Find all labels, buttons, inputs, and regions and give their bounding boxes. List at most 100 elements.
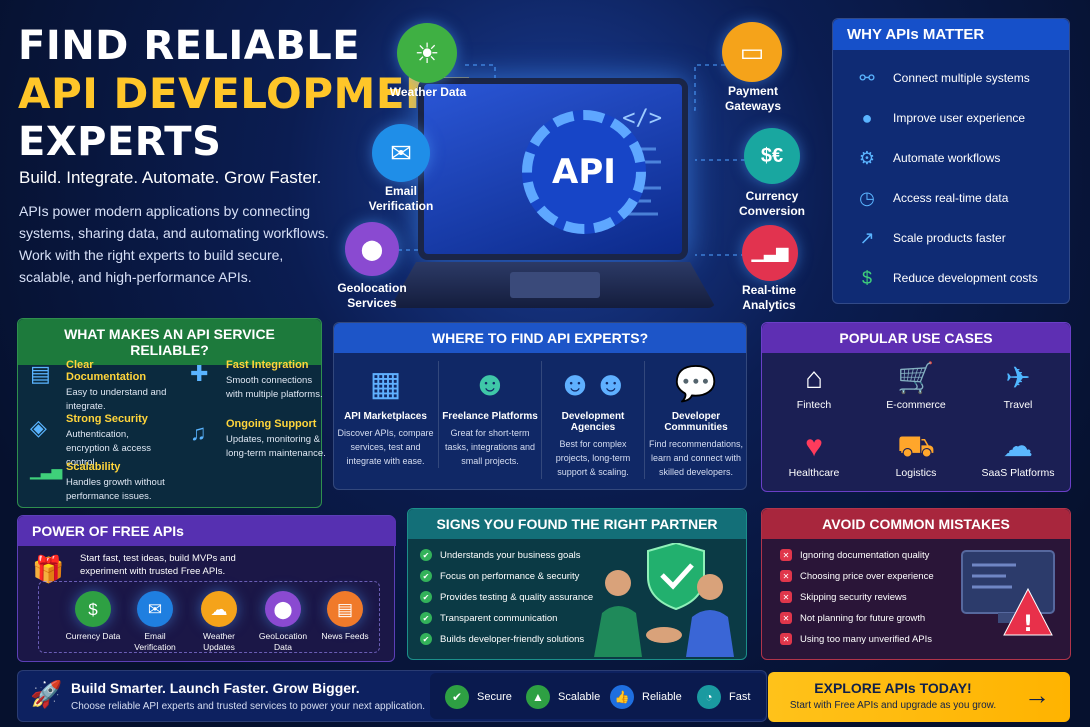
free-item: ☁Weather Updates [190,591,248,653]
check-icon: ✔ [420,591,432,603]
free-item: ✉Email Verification [126,591,184,653]
cta-title: EXPLORE APIs TODAY! [814,680,972,696]
freelancer-icon: ☻ [472,365,508,403]
use-case-item: 🛒E-commerce [866,359,966,411]
cart-icon: 🛒 [897,362,935,395]
analytics-icon: ▁▃▆ [742,225,798,281]
mail-icon: ✉ [137,591,173,627]
free-title: POWER OF FREE APIs [18,516,396,546]
node-payment-label: Payment Gateways [724,84,782,113]
x-icon: ✕ [780,633,792,645]
trackpad [510,272,600,298]
speedometer-icon: ◔ [697,685,721,709]
mistake-item: ✕Ignoring documentation quality [780,549,929,561]
pin-icon: ⬤ [345,222,399,276]
mistake-item: ✕Using too many unverified APIs [780,633,932,645]
plane-icon: ✈ [1005,362,1031,395]
headset-icon: ♫ [190,420,207,445]
sign-item: ✔Focus on performance & security [420,570,579,582]
feature-secure: ✔Secure [445,685,512,709]
api-gear-icon: API [522,110,646,234]
why-item: ⚯Connect multiple systems [833,58,1069,98]
growth-icon: ↗ [859,227,875,248]
feature-scalable: ▲Scalable [526,685,600,709]
hero-title: FIND RELIABLE API DEVELOPMENT EXPERTS [18,22,470,166]
sign-item: ✔Provides testing & quality assurance [420,591,593,603]
card-icon: ▭ [722,22,782,82]
check-icon: ✔ [420,633,432,645]
sign-item: ✔Builds developer-friendly solutions [420,633,584,645]
growth-icon: ▲ [526,685,550,709]
bottom-bar: 🚀 Build Smarter. Launch Faster. Grow Big… [17,670,767,722]
bottom-headline: Build Smarter. Launch Faster. Grow Bigge… [71,680,360,696]
node-geo-label: Geolocation Services [337,281,407,310]
reliable-panel: WHAT MAKES AN API SERVICE RELIABLE? ▤Cle… [17,318,326,508]
hero-line-2: API DEVELOPMENT [18,69,470,118]
document-icon: ▤ [30,361,51,386]
use-case-item: ⛟Logistics [866,427,966,479]
free-apis-panel: POWER OF FREE APIs 🎁 Start fast, test id… [17,515,396,662]
hero-subtitle: Build. Integrate. Automate. Grow Faster. [19,168,322,187]
lock-icon: ◈ [30,415,47,440]
check-icon: ✔ [420,612,432,624]
gear-icon: ⚙ [858,147,876,168]
x-icon: ✕ [780,591,792,603]
node-analytics-label: Real-time Analytics [741,283,797,312]
mistakes-title: AVOID COMMON MISTAKES [762,509,1070,539]
hero-line-1: FIND RELIABLE [18,23,361,69]
dollar-icon: $ [861,267,872,288]
free-item: ▤News Feeds [316,591,374,642]
share-icon: ⚯ [859,67,875,88]
puzzle-icon: ✚ [190,361,209,386]
api-label: API [552,152,616,192]
rocket-icon: 🚀 [30,679,63,709]
user-icon: ● [861,107,873,128]
feature-reliable: 👍Reliable [610,685,682,709]
x-icon: ✕ [780,570,792,582]
mistake-item: ✕Choosing price over experience [780,570,934,582]
laptop-keyboard [390,262,716,308]
cloud-icon: ☁ [1003,430,1033,463]
signs-title: SIGNS YOU FOUND THE RIGHT PARTNER [408,509,746,539]
signs-panel: SIGNS YOU FOUND THE RIGHT PARTNER ✔Under… [407,508,747,660]
free-desc: Start fast, test ideas, build MVPs and e… [80,553,236,577]
why-item: ↗Scale products faster [833,218,1069,258]
use-cases-title: POPULAR USE CASES [762,323,1070,353]
free-item: $Currency Data [64,591,122,642]
hero-description: APIs power modern applications by connec… [19,203,329,285]
use-case-item: ☁SaaS Platforms [968,427,1068,479]
weather-icon: ☀ [397,23,457,83]
reliable-title: WHAT MAKES AN API SERVICE RELIABLE? [18,319,321,365]
use-cases-panel: POPULAR USE CASES ⌂Fintech 🛒E-commerce ✈… [761,322,1071,492]
truck-icon: ⛟ [897,430,935,463]
bank-icon: ⌂ [804,362,824,395]
feature-fast: ◔Fast [697,685,750,709]
check-icon: ✔ [420,570,432,582]
sign-item: ✔Transparent communication [420,612,557,624]
shield-icon: ✔ [445,685,469,709]
free-item: ⬤GeoLocation Data [254,591,312,653]
mistake-item: ✕Skipping security reviews [780,591,907,603]
node-weather-label: Weather Data [389,85,467,99]
arrow-right-icon: → [1024,680,1050,710]
x-icon: ✕ [780,612,792,624]
use-case-item: ✈Travel [968,359,1068,411]
node-email-label: Email Verification [368,184,434,213]
pin-icon: ⬤ [265,591,301,627]
code-icon: </> [622,106,662,131]
explore-apis-button[interactable]: EXPLORE APIs TODAY! Start with Free APIs… [768,672,1070,722]
why-item: ●Improve user experience [833,98,1069,138]
heart-icon: ♥ [805,430,823,463]
bottom-sub: Choose reliable API experts and trusted … [71,701,426,712]
clock-icon: ◷ [859,187,875,208]
use-case-item: ♥Healthcare [764,427,864,479]
sign-item: ✔Understands your business goals [420,549,580,561]
why-list: ⚯Connect multiple systems ●Improve user … [833,50,1069,298]
